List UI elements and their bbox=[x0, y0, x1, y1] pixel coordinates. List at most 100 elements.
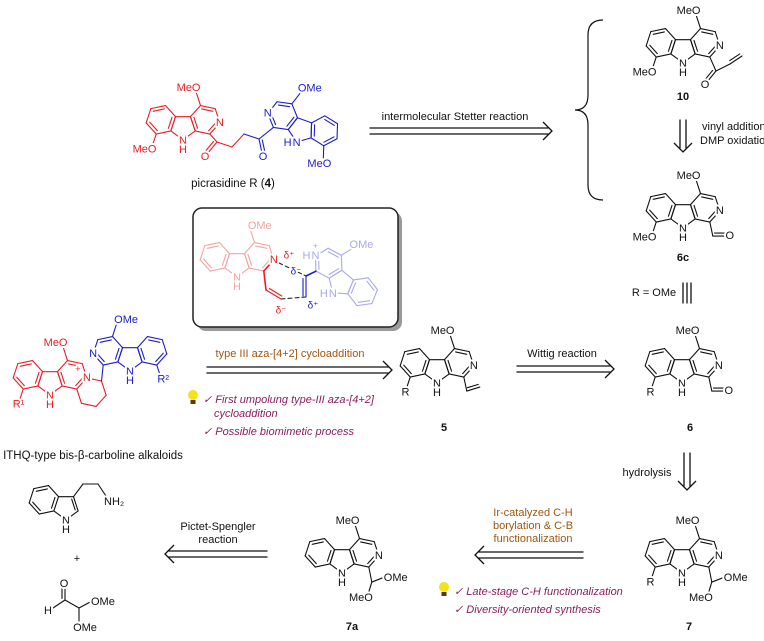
bond bbox=[72, 496, 79, 512]
double-bond bbox=[649, 44, 658, 55]
atom-label: R¹ bbox=[13, 398, 25, 410]
bond bbox=[64, 599, 80, 609]
double-bond bbox=[96, 352, 105, 363]
bond bbox=[97, 335, 114, 341]
pictet-spengler-label: Pictet-Spengler bbox=[180, 521, 256, 533]
ithq-label: ITHQ-type bis-β-carboline alkaloids bbox=[3, 450, 183, 462]
bond bbox=[214, 108, 221, 124]
indole-nitrogen: N bbox=[678, 378, 686, 390]
atom-label: MeO bbox=[177, 82, 201, 94]
bond bbox=[161, 339, 168, 355]
bond bbox=[689, 39, 696, 55]
double-bond bbox=[366, 280, 375, 291]
atom-label: OMe bbox=[724, 572, 748, 584]
double-bond bbox=[206, 245, 219, 249]
bond bbox=[28, 502, 40, 515]
bond bbox=[708, 365, 720, 378]
bond bbox=[729, 55, 743, 65]
bond bbox=[231, 133, 245, 148]
double-bond bbox=[666, 549, 672, 562]
stetter-arrow-head bbox=[542, 121, 553, 141]
double-bond bbox=[148, 339, 161, 343]
double-bond bbox=[403, 364, 412, 375]
bond bbox=[695, 180, 702, 195]
bond bbox=[698, 347, 715, 353]
double-bond bbox=[75, 376, 84, 387]
ir-borylation-arrow-head bbox=[474, 545, 485, 565]
bond bbox=[310, 122, 313, 139]
wittig-label: Wittig reaction bbox=[527, 348, 597, 360]
bond bbox=[348, 549, 355, 565]
bond bbox=[189, 104, 202, 118]
bond bbox=[644, 541, 651, 557]
atom-label: R bbox=[402, 386, 410, 398]
bond bbox=[12, 377, 24, 390]
bond bbox=[707, 581, 713, 596]
indole-nitrogen: N bbox=[679, 58, 687, 70]
bond bbox=[117, 347, 124, 363]
bond bbox=[61, 385, 78, 390]
bond bbox=[311, 115, 326, 124]
bond bbox=[102, 361, 119, 366]
double-bond bbox=[16, 376, 25, 387]
double-bond bbox=[701, 196, 714, 200]
bond bbox=[670, 53, 684, 64]
bond bbox=[209, 122, 221, 135]
bond bbox=[258, 138, 263, 154]
bond bbox=[265, 289, 282, 300]
atom-label: N bbox=[62, 515, 70, 527]
atom-label: MeO bbox=[689, 592, 713, 604]
bond bbox=[368, 566, 373, 583]
bond bbox=[694, 53, 711, 58]
double-bond bbox=[648, 364, 657, 375]
bond bbox=[314, 563, 331, 568]
bond bbox=[709, 210, 721, 223]
double-bond bbox=[692, 549, 698, 562]
bond bbox=[31, 359, 44, 373]
arrows bbox=[164, 19, 697, 565]
double-bond bbox=[651, 541, 664, 545]
atom-label: MeO bbox=[349, 592, 373, 604]
pyridine-nitrogen: N bbox=[216, 117, 224, 129]
double-bond bbox=[262, 258, 271, 269]
atom-label: R² bbox=[157, 374, 169, 386]
pyridinium-nitrogen: N bbox=[83, 372, 91, 384]
bond bbox=[86, 377, 103, 382]
indole-nitrogen: N bbox=[126, 366, 134, 378]
bond bbox=[688, 537, 701, 551]
bond bbox=[267, 101, 278, 115]
atom-label: R bbox=[647, 576, 655, 588]
bond bbox=[329, 563, 343, 574]
double-bond bbox=[693, 39, 699, 52]
bond bbox=[436, 373, 450, 384]
bond bbox=[37, 385, 51, 396]
bond bbox=[399, 365, 411, 378]
bond bbox=[66, 359, 83, 365]
bond bbox=[713, 541, 720, 557]
bond bbox=[709, 221, 714, 237]
atom-label: MeO bbox=[633, 231, 657, 243]
bond bbox=[323, 537, 336, 551]
double-bond bbox=[649, 209, 658, 220]
bond bbox=[405, 376, 411, 390]
bond bbox=[267, 112, 274, 129]
bond bbox=[650, 192, 667, 198]
bond bbox=[669, 359, 676, 375]
double-bond bbox=[667, 204, 673, 217]
bond bbox=[654, 563, 671, 568]
bond bbox=[347, 279, 354, 295]
bond bbox=[253, 241, 270, 247]
bond bbox=[682, 218, 696, 229]
double-bond bbox=[152, 108, 165, 112]
pictet-spengler-label: reaction bbox=[198, 534, 237, 546]
atom-label: H bbox=[62, 524, 70, 536]
bond bbox=[100, 364, 104, 382]
atom-label: O bbox=[725, 385, 734, 397]
hydrogen: H bbox=[233, 281, 241, 293]
bond bbox=[47, 484, 60, 498]
bond bbox=[170, 130, 184, 141]
lightbulb-icon bbox=[188, 390, 198, 404]
bond bbox=[145, 108, 152, 124]
